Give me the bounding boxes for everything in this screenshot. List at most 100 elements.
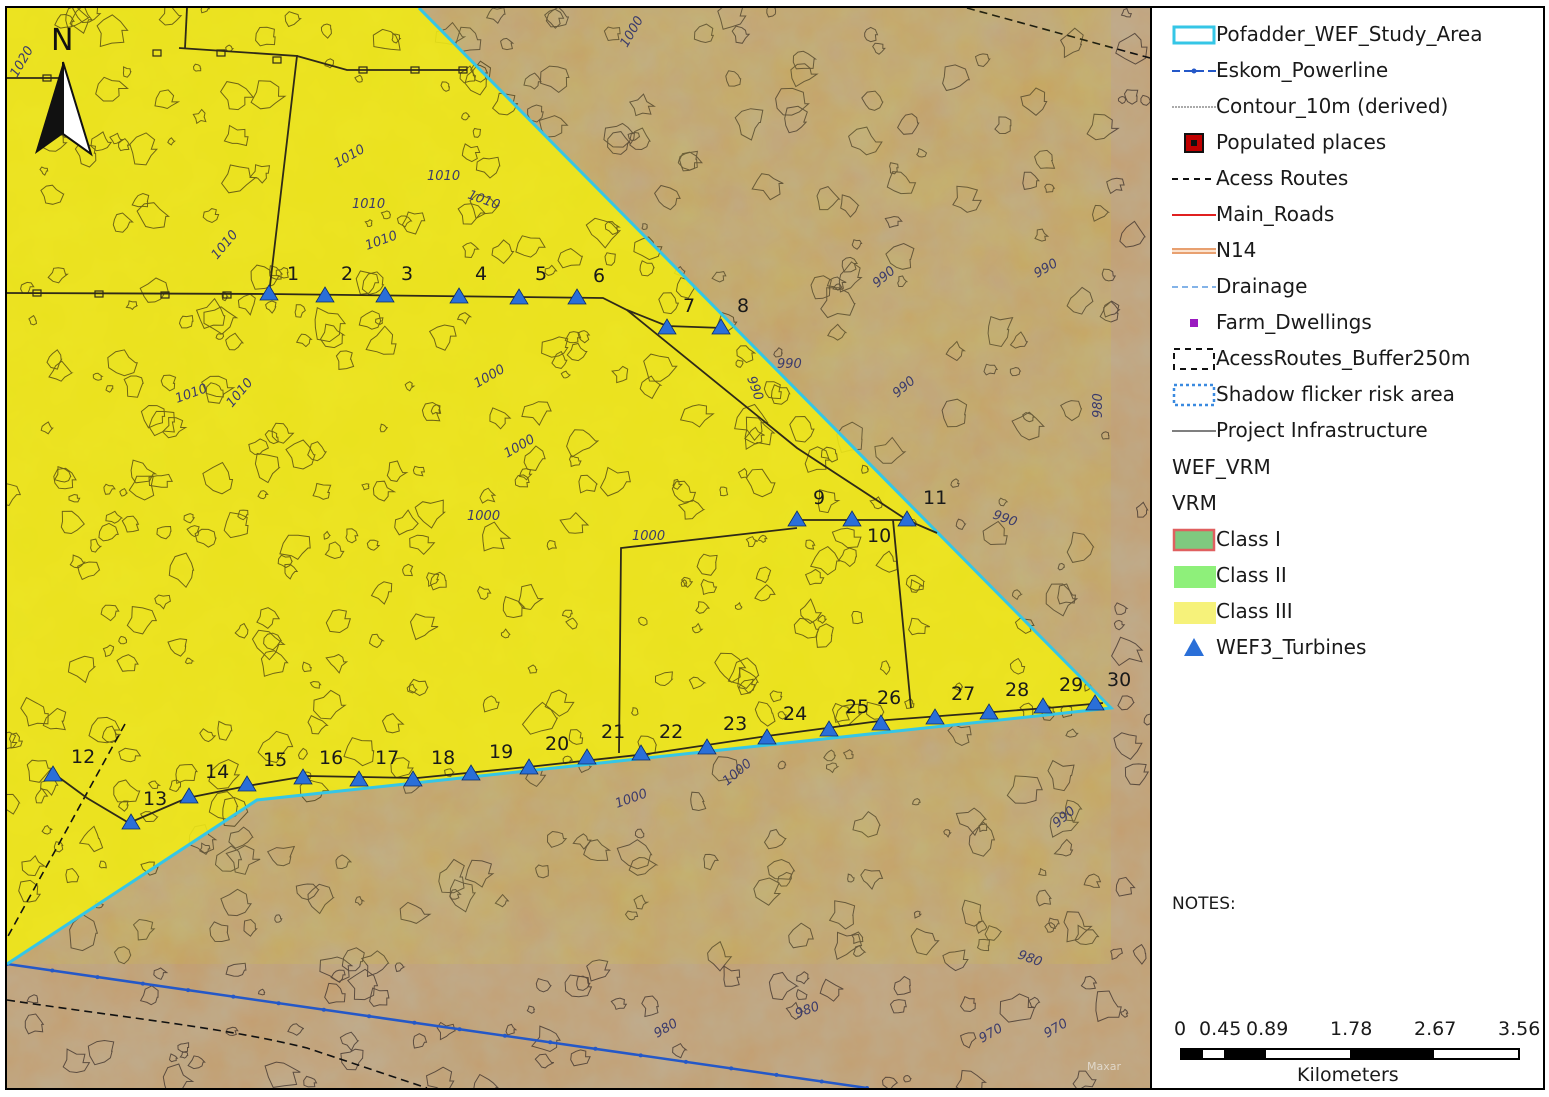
populated-place-icon xyxy=(1158,127,1216,157)
infrastructure-node xyxy=(358,66,368,74)
contour-line xyxy=(744,426,765,445)
contour-line xyxy=(122,66,132,78)
contour-line xyxy=(225,1026,239,1037)
contour-line xyxy=(8,732,23,749)
turbine-marker[interactable] xyxy=(1033,697,1053,714)
contour-line xyxy=(585,217,622,249)
contour-line xyxy=(391,33,402,44)
contour-line xyxy=(113,946,132,965)
contour-line xyxy=(187,1055,206,1070)
turbine-marker[interactable] xyxy=(179,787,199,804)
turbine-marker[interactable] xyxy=(293,768,313,785)
contour-line xyxy=(457,203,486,225)
contour-line xyxy=(628,93,656,117)
class-i-swatch xyxy=(1158,524,1216,554)
contour-line xyxy=(1101,431,1110,440)
turbine-marker[interactable] xyxy=(657,318,677,335)
contour-line xyxy=(46,349,63,370)
contour-line xyxy=(566,342,588,362)
turbine-marker[interactable] xyxy=(787,510,807,527)
contour-line xyxy=(1110,947,1124,960)
contour-line xyxy=(275,267,289,279)
turbine-marker[interactable] xyxy=(121,813,141,830)
contour-line xyxy=(340,1048,364,1071)
contour-line xyxy=(325,609,351,634)
contour-line xyxy=(834,931,863,961)
contour-line xyxy=(228,826,254,849)
turbine-marker[interactable] xyxy=(871,714,891,731)
powerline-pole xyxy=(865,1086,869,1088)
contour-line xyxy=(255,26,276,47)
turbine-marker[interactable] xyxy=(842,510,862,527)
contour-line xyxy=(401,211,426,235)
contour-line xyxy=(641,995,659,1018)
contour-line xyxy=(167,137,176,146)
turbine-marker[interactable] xyxy=(567,288,587,305)
contour-line xyxy=(125,300,138,311)
turbine-marker[interactable] xyxy=(979,703,999,720)
legend-label: Main_Roads xyxy=(1216,202,1335,226)
contour-line xyxy=(489,407,512,430)
turbine-marker[interactable] xyxy=(509,288,529,305)
contour-line xyxy=(604,221,621,236)
contour-line xyxy=(817,614,828,624)
turbine-label: 3 xyxy=(401,263,413,285)
turbine-marker[interactable] xyxy=(925,708,945,725)
contour-line xyxy=(521,401,552,426)
contour-line xyxy=(205,382,224,398)
turbine-marker[interactable] xyxy=(819,720,839,737)
turbine-label: 10 xyxy=(867,525,891,547)
contour-line xyxy=(693,23,715,44)
notes-label: NOTES: xyxy=(1172,894,1236,914)
contour-line xyxy=(688,676,707,690)
contour-line xyxy=(955,1069,988,1088)
turbine-marker[interactable] xyxy=(375,286,395,303)
turbine-marker[interactable] xyxy=(711,318,731,335)
contour-line xyxy=(284,11,302,28)
turbine-marker[interactable] xyxy=(315,286,335,303)
contour-line xyxy=(153,967,169,981)
turbine-marker[interactable] xyxy=(43,765,63,782)
contour-line xyxy=(804,568,825,586)
scale-segment xyxy=(1434,1050,1518,1058)
turbine-marker[interactable] xyxy=(519,758,539,775)
contour-line xyxy=(26,994,39,1004)
contour-line xyxy=(7,793,21,815)
turbine-label: 15 xyxy=(263,749,287,771)
turbine-marker[interactable] xyxy=(1085,694,1105,711)
contour-line xyxy=(78,825,104,853)
turbine-marker[interactable] xyxy=(697,738,717,755)
turbine-marker[interactable] xyxy=(757,728,777,745)
contour-line xyxy=(364,219,373,228)
contour-line xyxy=(299,778,330,803)
contour-line xyxy=(629,127,651,151)
contour-line xyxy=(277,554,294,569)
contour-line xyxy=(147,780,162,790)
turbine-marker[interactable] xyxy=(631,744,651,761)
turbine-marker[interactable] xyxy=(259,284,279,301)
contour-label: 1010 xyxy=(352,197,385,212)
contour-line xyxy=(561,609,573,619)
contour-line xyxy=(69,913,99,952)
contour-line xyxy=(810,275,832,300)
contour-line xyxy=(959,996,976,1013)
contour-line xyxy=(624,910,639,921)
turbine-marker[interactable] xyxy=(349,770,369,787)
turbine-marker[interactable] xyxy=(577,748,597,765)
farm-dwelling-icon xyxy=(1158,307,1216,337)
contour-line xyxy=(477,585,492,600)
contour-line xyxy=(386,460,409,482)
turbine-marker[interactable] xyxy=(403,770,423,787)
turbine-marker[interactable] xyxy=(237,775,257,792)
turbine-marker[interactable] xyxy=(461,764,481,781)
turbine-marker[interactable] xyxy=(449,287,469,304)
contour-line xyxy=(546,830,568,848)
contour-line xyxy=(1106,177,1125,195)
contour-line xyxy=(168,1053,179,1063)
turbine-marker[interactable] xyxy=(897,510,917,527)
contour-line xyxy=(103,483,116,495)
contour-line xyxy=(1034,228,1050,242)
contour-line xyxy=(641,223,649,231)
